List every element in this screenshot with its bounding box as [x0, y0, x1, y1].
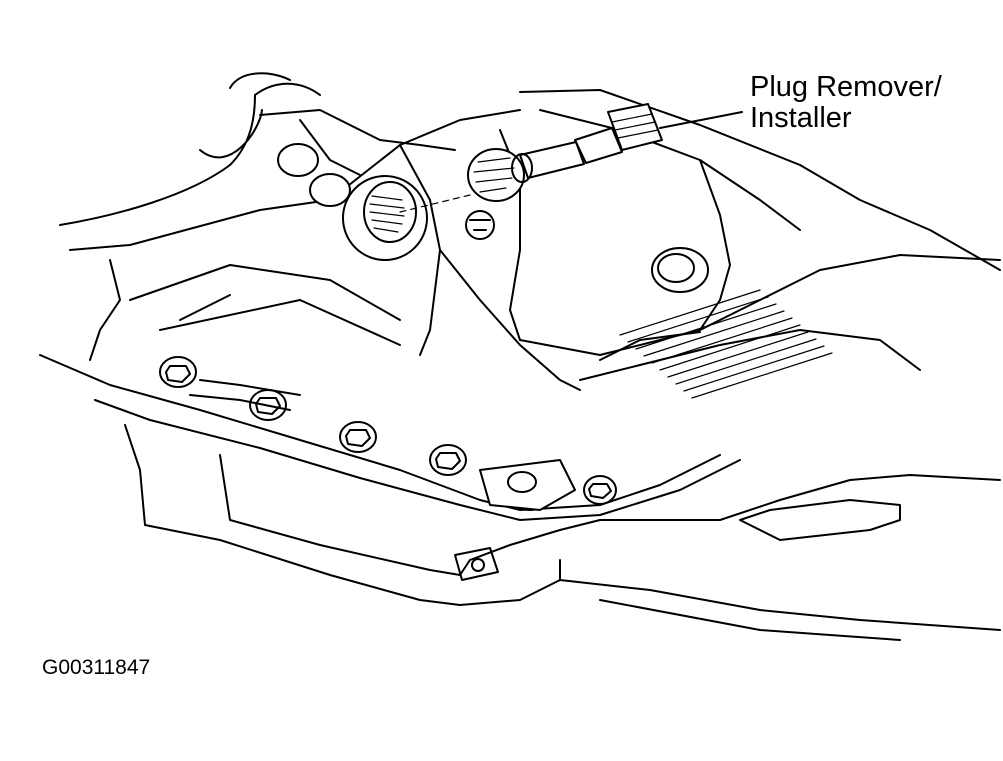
- callout-leader: [660, 112, 742, 128]
- pan-bolt: [340, 422, 376, 452]
- cover-plug-boss: [652, 248, 708, 292]
- housing-upper-curve: [60, 73, 320, 225]
- oil-pan: [40, 355, 1000, 640]
- callout-line-2: Installer: [750, 102, 852, 135]
- pan-bolt: [160, 357, 196, 387]
- ribbed-section: [620, 290, 832, 398]
- lower-fitting: [455, 548, 498, 580]
- callout-line-1: Plug Remover/: [750, 71, 942, 103]
- bracket: [190, 380, 575, 510]
- bolt-bosses: [278, 144, 494, 239]
- pan-bolt: [584, 476, 616, 504]
- callout-label: Plug Remover/ Installer: [750, 71, 942, 135]
- pan-bolt: [430, 445, 466, 475]
- figure-id: G00311847: [42, 656, 151, 679]
- plug-remover-tool: [468, 104, 662, 201]
- threaded-port: [343, 176, 470, 260]
